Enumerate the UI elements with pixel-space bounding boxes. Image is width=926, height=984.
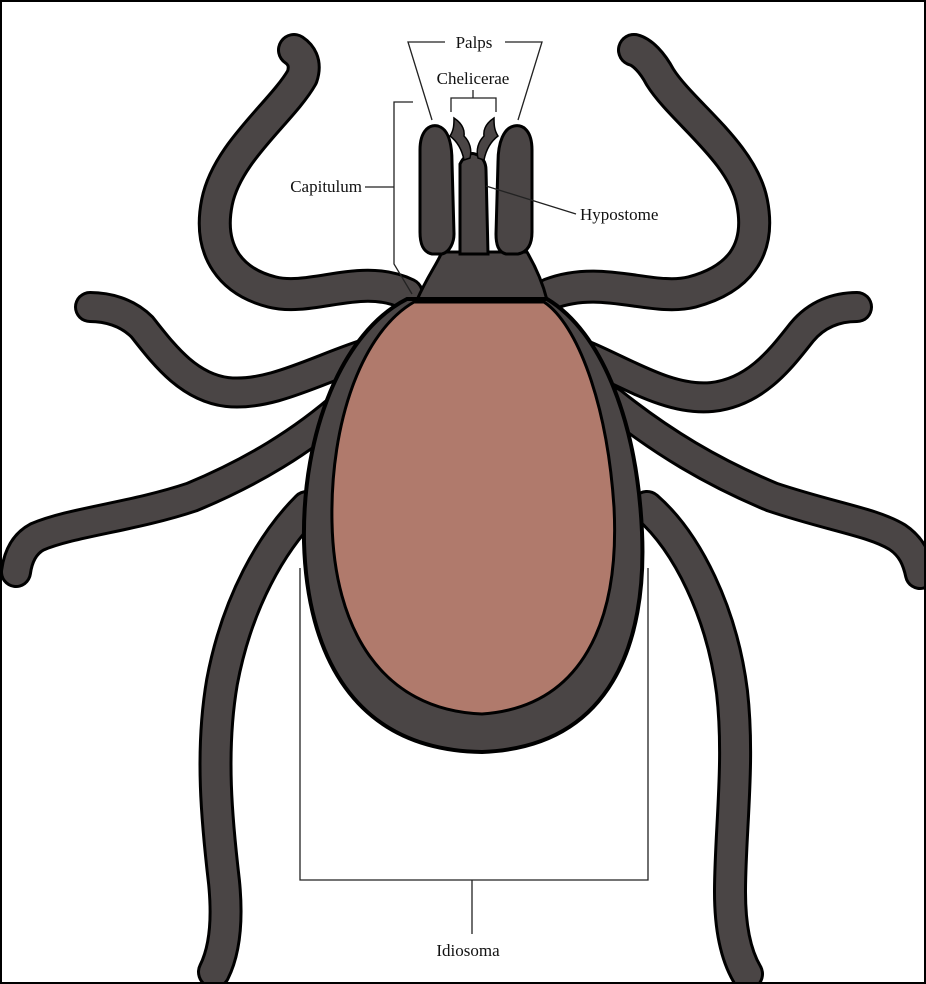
hypostome bbox=[460, 153, 488, 254]
hypostome-label: Hypostome bbox=[580, 205, 658, 224]
leg-rear-right bbox=[647, 507, 747, 974]
leg-second-left bbox=[90, 307, 372, 393]
chelicerae-leader bbox=[451, 90, 496, 112]
capitulum-leader bbox=[365, 102, 413, 294]
idiosoma bbox=[304, 299, 643, 752]
idiosoma-label: Idiosoma bbox=[436, 941, 500, 960]
leg-front-right bbox=[550, 50, 754, 294]
leg-third-left bbox=[16, 402, 347, 572]
chelicerae-label: Chelicerae bbox=[437, 69, 510, 88]
leg-rear-left bbox=[214, 507, 307, 972]
chelicera-right bbox=[477, 118, 498, 160]
capitulum-label: Capitulum bbox=[290, 177, 362, 196]
palp-left bbox=[420, 126, 454, 254]
capitulum bbox=[417, 118, 547, 300]
palps-label: Palps bbox=[456, 33, 493, 52]
scutum bbox=[332, 302, 615, 714]
leg-front-left bbox=[215, 50, 407, 294]
palp-right bbox=[496, 126, 532, 254]
leg-third-right bbox=[612, 402, 920, 574]
capitulum-base bbox=[417, 252, 547, 300]
